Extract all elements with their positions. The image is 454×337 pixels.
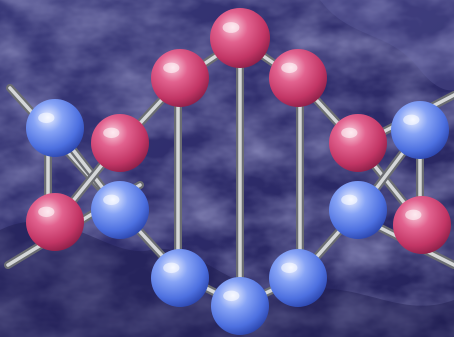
pink-atom: [393, 196, 451, 254]
pink-atom: [151, 49, 209, 107]
pink-atom-highlight: [103, 127, 120, 139]
pink-atom: [91, 114, 149, 172]
blue-atom-highlight: [38, 112, 55, 124]
blue-atom: [269, 249, 327, 307]
blue-atom: [151, 249, 209, 307]
blue-atom-highlight: [341, 194, 358, 206]
pink-atom-highlight: [222, 22, 240, 33]
pink-atom: [26, 193, 84, 251]
blue-atom: [211, 277, 269, 335]
blue-atom: [329, 181, 387, 239]
blue-atom: [91, 181, 149, 239]
pink-atom-highlight: [163, 62, 180, 74]
blue-atom: [391, 101, 449, 159]
pink-atom: [210, 8, 270, 68]
pink-atom: [269, 49, 327, 107]
pink-atom-highlight: [405, 209, 422, 221]
pink-atom-highlight: [341, 127, 358, 139]
background-highlight: [320, 0, 454, 91]
blue-atom: [26, 99, 84, 157]
blue-atom-highlight: [403, 114, 420, 126]
blue-atom-highlight: [223, 290, 240, 302]
atom-group: [26, 8, 451, 335]
pink-atom: [329, 114, 387, 172]
pink-atom-highlight: [38, 206, 55, 218]
blue-atom-highlight: [281, 262, 298, 274]
blue-atom-highlight: [163, 262, 180, 274]
background-shading: [0, 221, 454, 337]
pink-atom-highlight: [281, 62, 298, 74]
blue-atom-highlight: [103, 194, 120, 206]
